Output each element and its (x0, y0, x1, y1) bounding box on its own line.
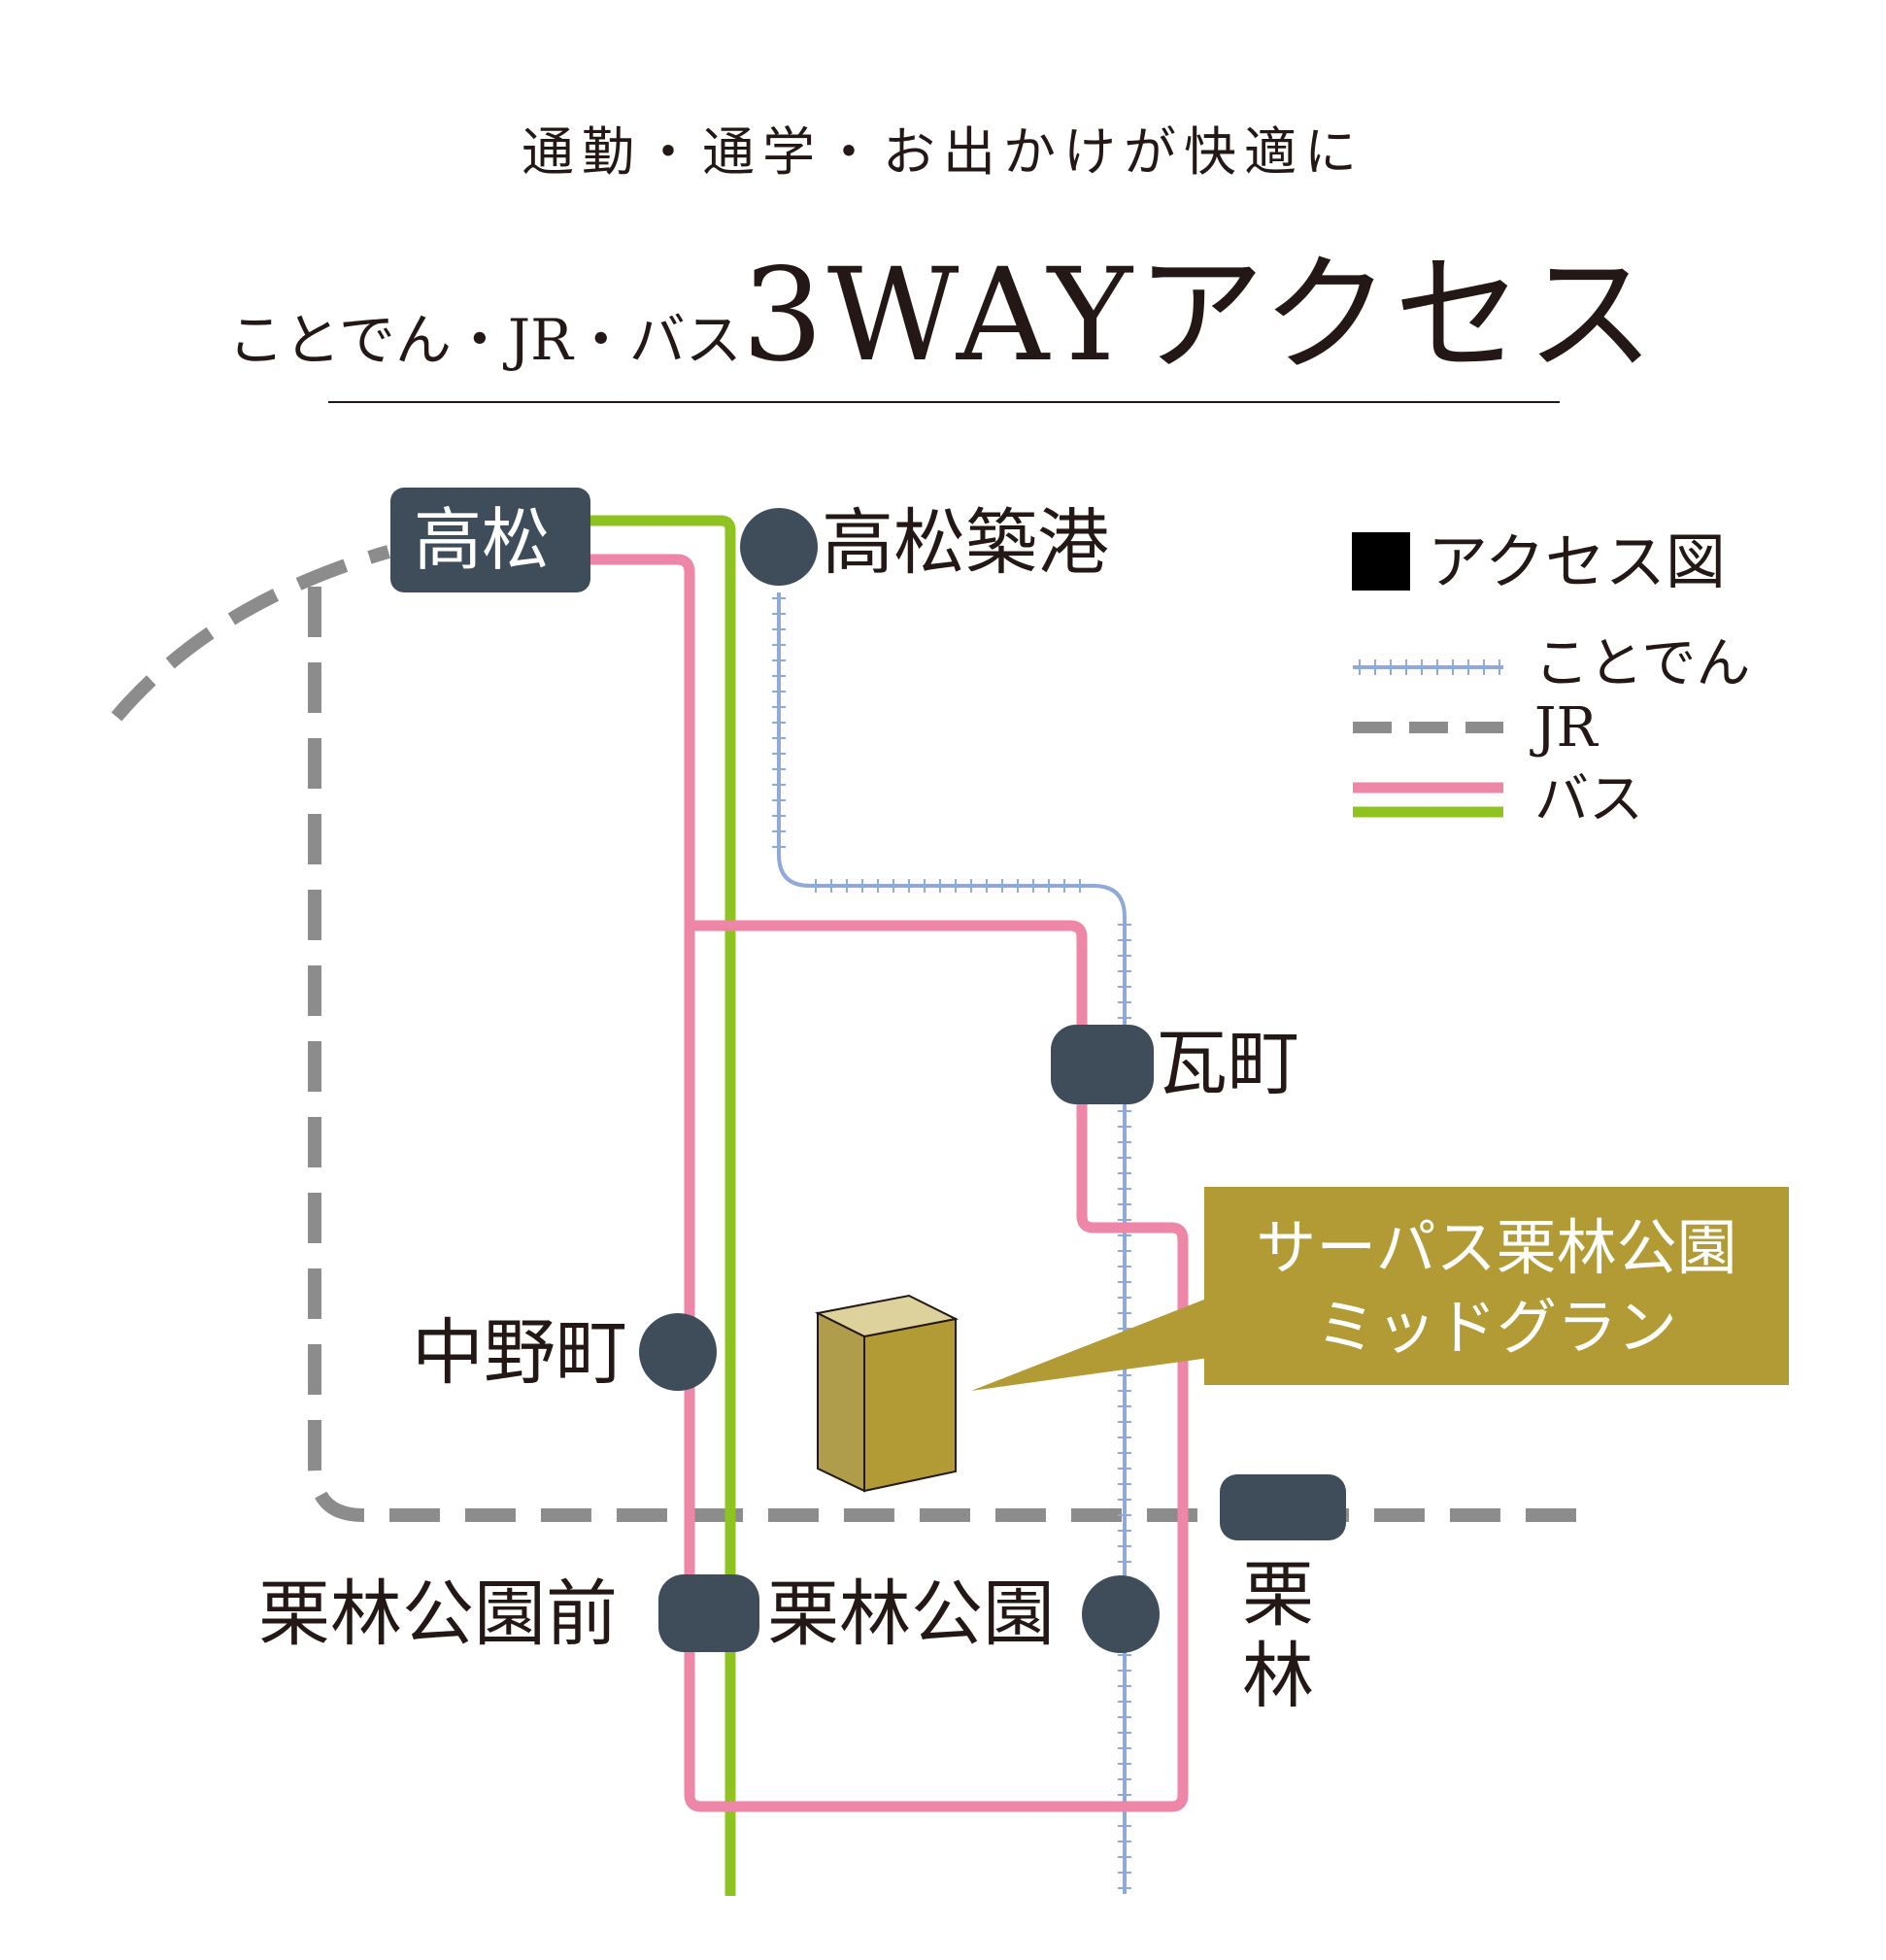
page-title: ことでん・JR・バス3WAYアクセス (0, 212, 1886, 397)
legend-label-jr: JR (1534, 696, 1598, 760)
legend-kotoden-swatch (1353, 659, 1503, 675)
bus-line-pink (590, 554, 1189, 1812)
station-marker-ritsurin-koen (1082, 1575, 1160, 1653)
station-marker-ritsurin-jr (1220, 1474, 1346, 1540)
station-label-nakanomachi: 中野町 (412, 1311, 627, 1395)
subtitle: 通勤・通学・お出かけが快適に (522, 121, 1364, 183)
property-subname: ミッドグラン (1315, 1292, 1677, 1363)
jr-line (111, 545, 1578, 1522)
station-label-ritsurin-koen: 栗林公園 (767, 1572, 1055, 1656)
station-label-takamatsu: 高松 (414, 500, 550, 580)
kotoden-line (772, 592, 1131, 1894)
legend-title: アクセス図 (1428, 526, 1726, 597)
station-marker-nakanomachi (639, 1313, 717, 1391)
callout-pointer (971, 1298, 1209, 1391)
station-label-kawaramachi: 瓦町 (1156, 1022, 1299, 1105)
title-divider (328, 401, 1560, 403)
station-marker-ritsurin-koen-mae (658, 1574, 759, 1652)
property-name: サーパス栗林公園 (1256, 1212, 1737, 1283)
legend-label-bus: バス (1534, 768, 1643, 831)
station-label-ritsurin-jr: 栗林 (1242, 1553, 1314, 1718)
bus-line-green (590, 515, 736, 1896)
title-main: 3WAYアクセス (741, 241, 1659, 390)
title-prefix: ことでん・JR・バス (227, 307, 742, 373)
property-callout: サーパス栗林公園 ミッドグラン (1204, 1187, 1789, 1385)
station-marker-kawaramachi (1051, 1025, 1154, 1104)
station-label-takamatsu-chikko: 高松築港 (822, 501, 1109, 585)
station-label-ritsurin-koen-mae: 栗林公園前 (258, 1572, 618, 1656)
legend-label-kotoden: ことでん (1534, 632, 1751, 695)
station-marker-takamatsu-chikko (740, 508, 818, 586)
station-marker-takamatsu (390, 488, 590, 592)
building-icon (814, 1294, 960, 1493)
legend-square-icon (1352, 532, 1410, 591)
